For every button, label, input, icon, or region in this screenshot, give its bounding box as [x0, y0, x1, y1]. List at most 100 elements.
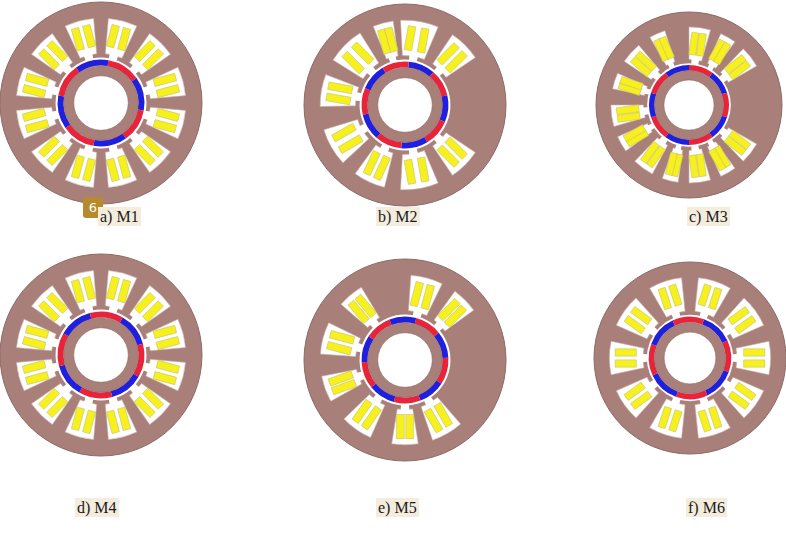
stator-slot [611, 105, 645, 127]
coil [709, 148, 726, 171]
coil [669, 284, 682, 306]
coil [698, 284, 711, 306]
coil [332, 123, 357, 142]
coil [22, 360, 45, 373]
coil [47, 293, 68, 314]
stator-slot [401, 151, 439, 190]
air-gap [56, 58, 147, 149]
stator-slot [32, 131, 73, 172]
coil [118, 407, 131, 430]
coil [708, 406, 721, 428]
coil [156, 108, 179, 121]
coil [351, 42, 373, 64]
coil [658, 406, 671, 428]
coil [156, 360, 179, 373]
coil [696, 33, 706, 56]
air-gap [647, 63, 731, 147]
figure-caption: a) M1 [98, 207, 141, 226]
stator-slot [721, 298, 763, 339]
stator-slot [408, 275, 442, 315]
stator-slot [613, 73, 648, 95]
coil [728, 391, 749, 409]
coil [83, 410, 96, 433]
stator-slot [609, 341, 644, 375]
coil [444, 305, 466, 327]
rotor-core [368, 68, 443, 143]
air-gap [360, 315, 451, 406]
stator-slot [146, 319, 186, 351]
coil [153, 120, 176, 133]
stator-slot [129, 34, 170, 75]
stator-slot [320, 323, 360, 357]
coil [153, 372, 176, 385]
stator-slot [16, 107, 56, 139]
motor-section [594, 262, 786, 454]
coil [729, 61, 751, 80]
stator-core [304, 4, 506, 206]
coil [71, 155, 84, 178]
coil [445, 51, 467, 73]
stator-slot [695, 399, 730, 438]
stator-slot [324, 119, 369, 162]
coil [724, 136, 746, 155]
coil [83, 24, 96, 47]
coil [635, 51, 656, 71]
stator-slot [433, 35, 476, 78]
figure-caption: f) M6 [686, 498, 727, 517]
stator-slot [105, 148, 137, 188]
coil [623, 125, 646, 142]
stator-slot [618, 124, 652, 151]
coil [25, 120, 48, 133]
coil [669, 410, 682, 432]
coil [406, 415, 414, 439]
stator-core [0, 2, 202, 204]
coil [624, 382, 645, 400]
coil [25, 325, 48, 338]
stator-slot [65, 400, 97, 440]
stator-slot [32, 286, 73, 327]
coil [616, 105, 639, 115]
coil [142, 301, 163, 322]
stator-slot [708, 142, 735, 176]
stator-slot [392, 409, 419, 445]
stator-slot [689, 149, 711, 183]
coil [25, 73, 48, 86]
coil [106, 24, 119, 47]
coil [417, 157, 429, 182]
coil [404, 159, 416, 184]
stator-slot [616, 298, 658, 339]
air-gap [56, 310, 147, 401]
rotor-core [64, 318, 139, 393]
coil [424, 408, 443, 433]
stator-slot [401, 20, 439, 59]
coil [106, 276, 119, 299]
stator-slot [695, 278, 730, 317]
stator-core [594, 262, 786, 454]
motor-section [0, 254, 202, 456]
rotor-core [64, 66, 139, 141]
coil [437, 145, 459, 167]
rotor-core [655, 71, 724, 140]
stator-slot [650, 278, 685, 317]
stator-slot [105, 270, 137, 310]
stator-slot [105, 400, 137, 440]
stator-slot [146, 107, 186, 139]
coil [384, 27, 398, 52]
stator-slot [32, 383, 73, 424]
figure-caption: d) M4 [75, 498, 119, 517]
coil [404, 26, 416, 51]
coil [328, 371, 353, 386]
stator-slot [721, 377, 763, 418]
coil [658, 287, 671, 309]
motor-section [304, 259, 506, 461]
coil [22, 337, 45, 350]
coil [326, 93, 351, 105]
figure-caption: b) M2 [376, 207, 420, 226]
stator-slot [146, 359, 186, 391]
stator-slot [322, 369, 362, 401]
coil [615, 349, 636, 356]
stator-slot [650, 399, 685, 438]
stator-slot [129, 131, 170, 172]
coil [363, 150, 380, 175]
